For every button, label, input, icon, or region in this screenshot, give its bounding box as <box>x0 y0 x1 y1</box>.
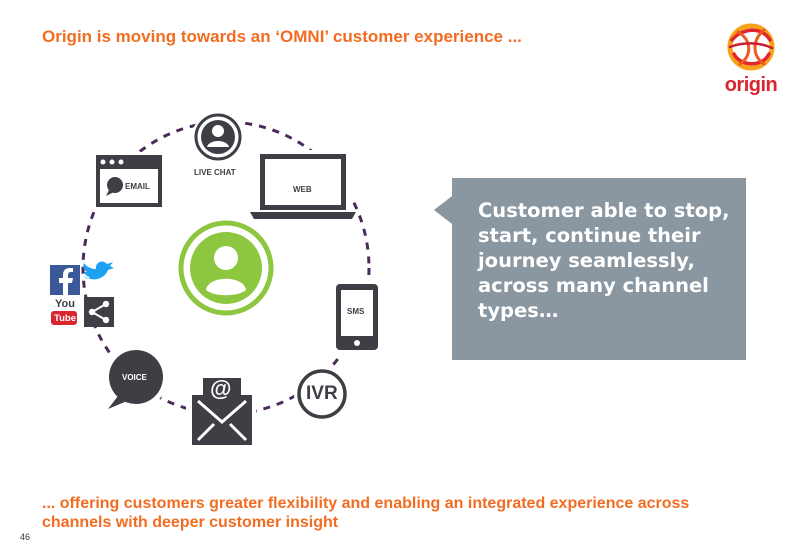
callout-box <box>452 178 746 360</box>
email-window-icon <box>92 152 164 210</box>
page-number: 46 <box>20 532 31 542</box>
live-chat-label: LIVE CHAT <box>194 168 236 177</box>
channel-ring-diagram <box>50 111 382 449</box>
twitter-icon <box>83 261 114 280</box>
facebook-icon <box>50 265 80 295</box>
customer-center-icon <box>178 220 274 316</box>
ivr-icon <box>294 366 350 422</box>
logo-text: origin <box>724 74 778 96</box>
email-label: EMAIL <box>125 182 150 191</box>
voice-bubble-icon <box>104 345 168 409</box>
origin-logo-mark <box>727 23 775 71</box>
youtube-you-text: You <box>55 298 75 310</box>
web-label: WEB <box>293 185 312 194</box>
sms-phone-icon <box>332 280 382 354</box>
ivr-label: IVR <box>306 383 338 404</box>
slide-title: Origin is moving towards an ‘OMNI’ custo… <box>42 27 522 46</box>
web-laptop-icon <box>248 150 356 222</box>
callout-pointer <box>434 196 452 224</box>
callout-text: Customer able to stop, start, continue t… <box>478 199 730 322</box>
youtube-icon <box>51 311 77 325</box>
origin-logo: origin <box>722 20 780 100</box>
voice-label: VOICE <box>122 373 147 382</box>
email-envelope-icon <box>186 373 256 449</box>
youtube-tube-text: Tube <box>54 313 76 324</box>
live-chat-icon <box>192 111 244 163</box>
slide-footer: ... offering customers greater flexibili… <box>42 495 690 531</box>
share-icon <box>84 297 114 327</box>
email-at-symbol: @ <box>210 376 232 401</box>
sms-label: SMS <box>347 307 365 316</box>
